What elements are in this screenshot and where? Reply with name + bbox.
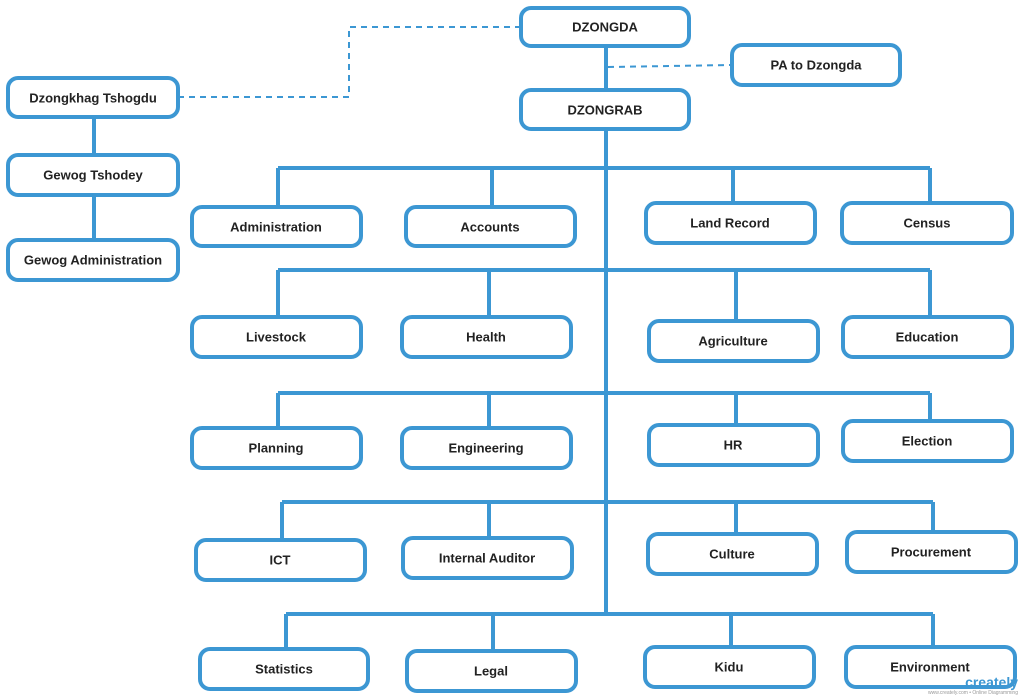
node-ict[interactable]: ICT (194, 538, 367, 582)
node-environment[interactable]: Environment (844, 645, 1017, 689)
dashed-connector-tshogdu (178, 26, 521, 98)
node-gewog-administration[interactable]: Gewog Administration (6, 238, 180, 282)
node-label: Census (904, 216, 951, 231)
node-health[interactable]: Health (400, 315, 573, 359)
node-label: ICT (270, 553, 291, 568)
node-label: DZONGDA (572, 20, 638, 35)
creately-watermark: creately www.creately.com • Online Diagr… (928, 674, 1018, 696)
node-dzongrab[interactable]: DZONGRAB (519, 88, 691, 131)
node-label: Procurement (891, 545, 972, 560)
node-pa-to-dzongda[interactable]: PA to Dzongda (730, 43, 902, 87)
node-label: Planning (249, 441, 304, 456)
node-hr[interactable]: HR (647, 423, 820, 467)
node-label: Livestock (246, 330, 307, 345)
node-election[interactable]: Election (841, 419, 1014, 463)
connector-row5 (284, 612, 935, 651)
node-census[interactable]: Census (840, 201, 1014, 245)
node-label: Internal Auditor (439, 551, 535, 566)
node-label: Statistics (255, 662, 313, 677)
node-label: DZONGRAB (567, 103, 642, 118)
watermark-subtitle: www.creately.com • Online Diagramming (927, 690, 1018, 696)
connector-row3 (276, 391, 932, 428)
node-label: Kidu (715, 660, 744, 675)
node-land-record[interactable]: Land Record (644, 201, 817, 245)
node-statistics[interactable]: Statistics (198, 647, 370, 691)
node-planning[interactable]: Planning (190, 426, 363, 470)
node-engineering[interactable]: Engineering (400, 426, 573, 470)
node-label: Gewog Tshodey (43, 168, 143, 183)
connector-row1 (276, 166, 932, 207)
node-internal-auditor[interactable]: Internal Auditor (401, 536, 574, 580)
node-label: Election (902, 434, 953, 449)
node-label: PA to Dzongda (771, 58, 863, 73)
node-label: Engineering (448, 441, 523, 456)
node-procurement[interactable]: Procurement (845, 530, 1018, 574)
node-agriculture[interactable]: Agriculture (647, 319, 820, 363)
node-label: HR (724, 438, 743, 453)
node-administration[interactable]: Administration (190, 205, 363, 248)
node-education[interactable]: Education (841, 315, 1014, 359)
node-gewog-tshodey[interactable]: Gewog Tshodey (6, 153, 180, 197)
node-label: Culture (709, 547, 755, 562)
connector-row2 (276, 268, 932, 321)
watermark-brand: creately (965, 674, 1018, 690)
node-label: Agriculture (698, 334, 767, 349)
node-label: Gewog Administration (24, 253, 162, 268)
node-livestock[interactable]: Livestock (190, 315, 363, 359)
node-dzongda[interactable]: DZONGDA (519, 6, 691, 48)
node-kidu[interactable]: Kidu (643, 645, 816, 689)
node-label: Dzongkhag Tshogdu (29, 91, 157, 106)
node-accounts[interactable]: Accounts (404, 205, 577, 248)
connector-row4 (280, 500, 935, 540)
node-label: Legal (474, 664, 508, 679)
node-dzongkhag-tshogdu[interactable]: Dzongkhag Tshogdu (6, 76, 180, 119)
node-label: Environment (890, 660, 970, 675)
node-label: Administration (230, 220, 322, 235)
dashed-connector-pa (607, 64, 733, 68)
node-label: Accounts (460, 220, 519, 235)
node-legal[interactable]: Legal (405, 649, 578, 693)
node-culture[interactable]: Culture (646, 532, 819, 576)
node-label: Education (896, 330, 959, 345)
node-label: Land Record (690, 216, 770, 231)
node-label: Health (466, 330, 506, 345)
